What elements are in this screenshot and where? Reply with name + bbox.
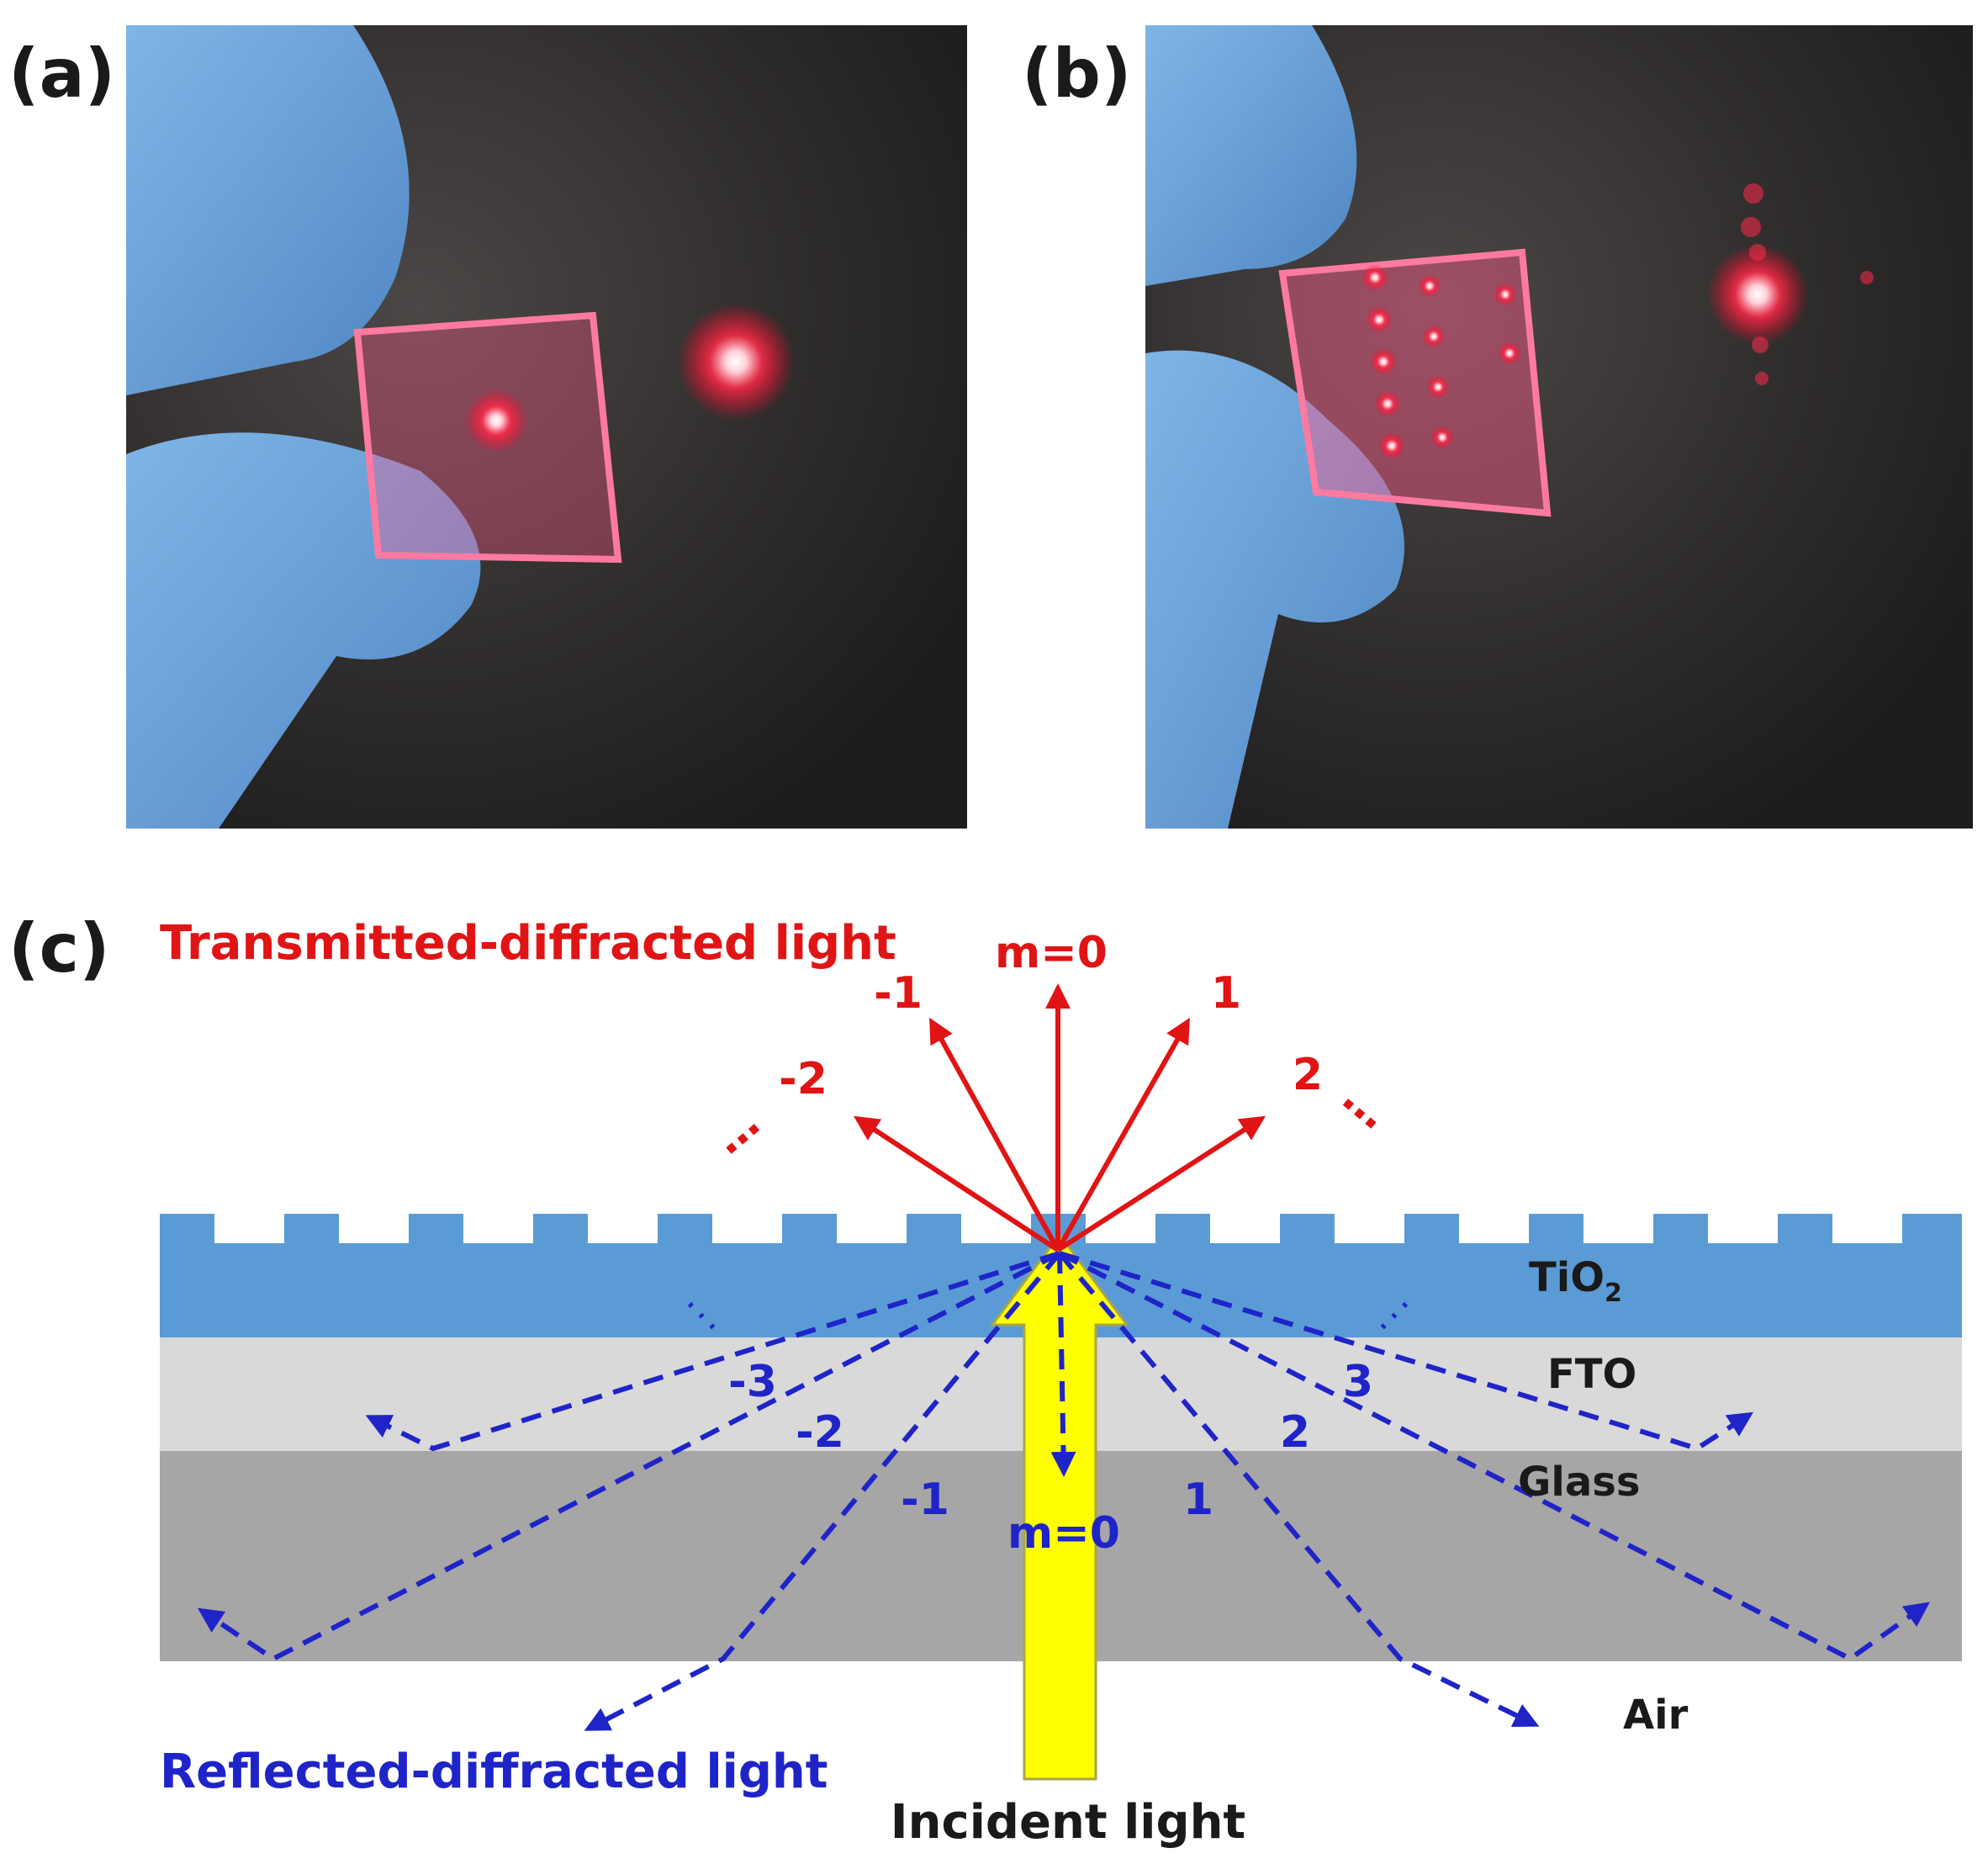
sample-slide-b <box>1278 248 1552 517</box>
tio2-label-main: TiO <box>1529 1254 1605 1301</box>
reflected-pos3-label: 3 <box>1343 1357 1373 1407</box>
reflected-pos2-arrow <box>1058 1251 1930 1662</box>
transmitted-title: Transmitted-diffracted light <box>160 916 896 971</box>
reflected-pos1-arrow <box>1057 1252 1540 1727</box>
glove-top <box>126 25 410 395</box>
grating-teeth <box>160 1214 1962 1244</box>
transmitted-m0-label: m=0 <box>995 928 1108 978</box>
higher-order-spots <box>1741 183 1874 385</box>
diffraction-spots-on-slide <box>1361 264 1521 459</box>
glass-label: Glass <box>1518 1459 1640 1506</box>
transmitted-neg2-label: -2 <box>779 1054 827 1104</box>
transmitted-neg1-arrow <box>929 1017 1060 1252</box>
reflected-neg3-arrow <box>365 1251 1060 1452</box>
air-label: Air <box>1623 1692 1689 1739</box>
panel-label-b: (b) <box>1022 34 1131 113</box>
transmitted-pos1-arrow <box>1055 1017 1190 1252</box>
transmitted-pos2-arrow <box>1056 1115 1266 1252</box>
reflected-m0-label: m=0 <box>1007 1508 1120 1559</box>
transmitted-ellipsis-right: … <box>1333 1072 1398 1139</box>
laser-spot-on-slide <box>464 389 528 453</box>
panel-label-a: (a) <box>8 34 115 113</box>
reflected-neg1-label: -1 <box>901 1475 949 1525</box>
reflected-neg2-label: -2 <box>796 1407 844 1458</box>
reflected-m0-arrow <box>1050 1252 1076 1477</box>
transmitted-pos1-label: 1 <box>1211 968 1241 1019</box>
reflected-title: Reflected-diffracted light <box>160 1745 828 1799</box>
tio2-label-sub: 2 <box>1605 1279 1622 1308</box>
transmitted-neg1-label: -1 <box>874 968 923 1019</box>
glove-top-b <box>1145 25 1357 286</box>
reflected-neg1-arrow <box>584 1252 1062 1731</box>
incident-light-arrow <box>990 1232 1129 1781</box>
photo-a <box>126 25 967 829</box>
transmitted-arrows <box>853 983 1266 1252</box>
tio2-label: TiO2 <box>1529 1254 1622 1308</box>
reflected-pos1-label: 1 <box>1183 1475 1213 1525</box>
panel-label-c: (c) <box>8 909 110 988</box>
reflected-pos2-label: 2 <box>1280 1407 1310 1458</box>
transmitted-neg2-arrow <box>853 1115 1060 1252</box>
laser-spot-wall <box>677 303 795 421</box>
transmitted-pos2-label: 2 <box>1293 1050 1323 1100</box>
reflected-neg3-label: -3 <box>728 1357 777 1407</box>
transmitted-ellipsis-left: … <box>703 1098 769 1164</box>
glove-bottom <box>126 432 481 829</box>
incident-label: Incident light <box>891 1795 1245 1850</box>
fto-label: FTO <box>1547 1351 1636 1398</box>
reflected-arrows <box>198 1251 1930 1731</box>
reflected-pos3-arrow <box>1059 1251 1754 1452</box>
photo-b <box>1145 25 1973 829</box>
reflected-neg2-arrow <box>198 1251 1061 1662</box>
glove-bottom-b <box>1145 350 1404 829</box>
zero-order-spot <box>1707 244 1808 345</box>
